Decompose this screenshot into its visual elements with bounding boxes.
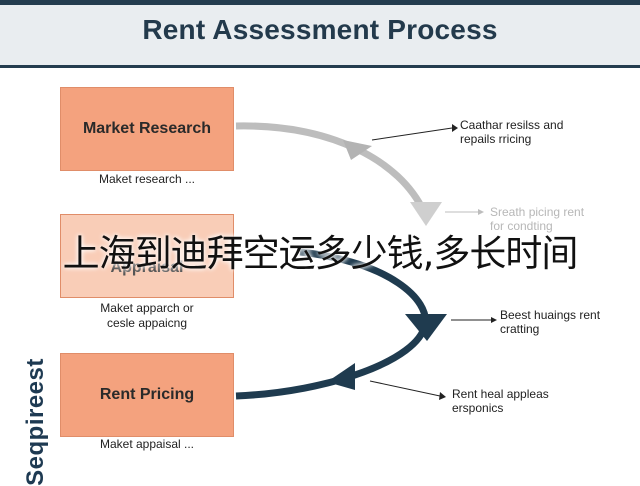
- title-bar: Rent Assessment Process: [0, 0, 640, 68]
- pointer-line-4: [369, 380, 441, 397]
- step-rent-pricing: Rent Pricing: [60, 353, 234, 437]
- arrowhead-gray-2: [410, 202, 442, 226]
- side-note: Sreath picing rent for condting: [490, 205, 585, 233]
- arrowhead-gray-1: [343, 140, 372, 160]
- step-market-research: Market Research: [60, 87, 234, 171]
- step-label: Market Research: [82, 120, 212, 137]
- step-label: Rent Pricing: [99, 386, 195, 403]
- arrowhead-dark-1: [405, 314, 447, 341]
- pointer-head-2: [478, 209, 484, 215]
- side-note: Caathar resilss and repails rricing: [460, 118, 564, 146]
- arc-upper-gray: [235, 122, 428, 214]
- arrowhead-dark-2: [327, 363, 355, 390]
- side-note: Beest huaings rent cratting: [500, 308, 601, 336]
- pointer-head-3: [491, 317, 497, 323]
- pointer-line-1: [371, 127, 453, 141]
- step-caption: Maket apparch or cesle appaicng: [100, 301, 194, 330]
- pointer-head-1: [452, 124, 458, 132]
- step-caption: Maket research ...: [98, 172, 196, 186]
- overlay-text: 上海到迪拜空运多少钱,多长时间: [62, 232, 579, 275]
- page-title: Rent Assessment Process: [142, 14, 498, 45]
- step-caption: Maket appaisal ...: [99, 437, 195, 451]
- title-plate: [0, 5, 640, 65]
- step-appraisal: Appraisal: [60, 214, 234, 298]
- brand-logo: Seqpireest: [21, 358, 49, 486]
- side-note: Rent heal appleas ersponics: [452, 387, 549, 415]
- step-label: Appraisal: [110, 259, 184, 276]
- pointer-head-4: [439, 392, 446, 400]
